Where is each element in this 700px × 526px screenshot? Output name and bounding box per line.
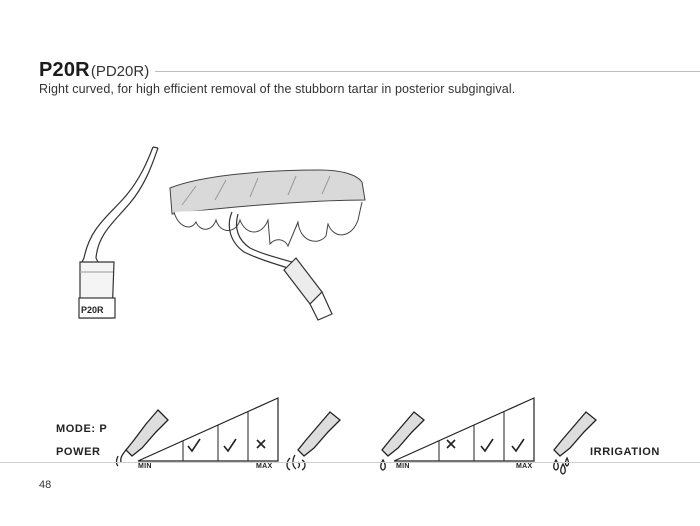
power-cross bbox=[256, 439, 266, 449]
power-tip-icon-left bbox=[115, 409, 169, 467]
power-min-label: MIN bbox=[138, 463, 152, 470]
irrigation-tip-icon-left bbox=[380, 411, 425, 471]
mode-label: MODE: P bbox=[56, 423, 108, 435]
product-code: P20R bbox=[39, 59, 90, 81]
header-rule bbox=[155, 71, 700, 72]
footer-rule bbox=[0, 462, 700, 463]
product-header: P20R (PD20R) Right curved, for high effi… bbox=[39, 60, 700, 96]
power-label: POWER bbox=[56, 446, 101, 458]
tip-label: P20R bbox=[81, 305, 104, 315]
irrigation-check-1 bbox=[480, 438, 494, 453]
power-check-1 bbox=[187, 438, 201, 453]
irrigation-label: IRRIGATION bbox=[590, 446, 660, 458]
product-description: Right curved, for high efficient removal… bbox=[39, 82, 516, 96]
product-alt-code: (PD20R) bbox=[90, 63, 150, 80]
irrigation-check-2 bbox=[511, 438, 525, 453]
instrument-illustration bbox=[228, 211, 333, 321]
power-scale bbox=[137, 397, 279, 462]
irrigation-min-label: MIN bbox=[396, 463, 410, 470]
teeth-illustration bbox=[169, 169, 366, 248]
scaler-tip-illustration bbox=[78, 146, 159, 319]
irrigation-scale bbox=[393, 397, 535, 462]
irrigation-max-label: MAX bbox=[516, 463, 533, 470]
irrigation-cross bbox=[446, 439, 456, 449]
power-max-label: MAX bbox=[256, 463, 273, 470]
page-number: 48 bbox=[39, 479, 52, 491]
irrigation-tip-icon-right bbox=[553, 411, 597, 475]
power-check-2 bbox=[223, 438, 237, 453]
title-row: P20R (PD20R) bbox=[39, 60, 700, 80]
